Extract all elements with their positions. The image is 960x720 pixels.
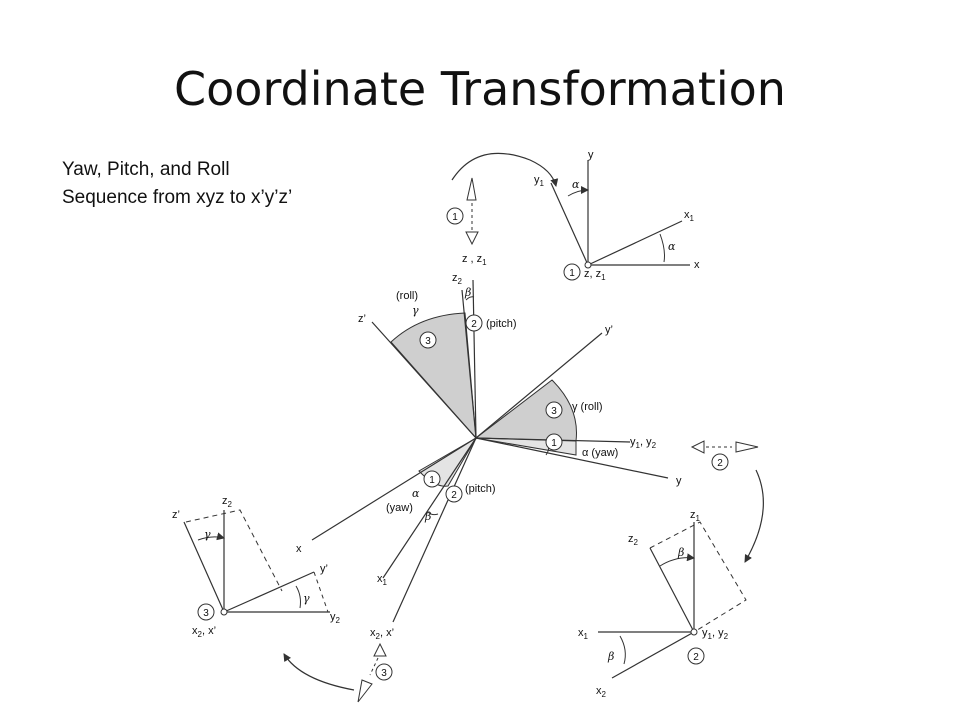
label-y1-y2: y1, y2 (630, 436, 657, 450)
axis-z (472, 279, 477, 439)
label-beta-low: β (424, 510, 431, 523)
inset-roll-gamma-top: γ (204, 528, 211, 541)
pitch-view-indicator: 2 (690, 440, 764, 563)
inset-pitch-step-2: 2 (687, 647, 705, 665)
inset-yaw-label-x: x (694, 259, 700, 271)
inset-pitch-label-x2: x2 (596, 685, 607, 699)
main-diagram: 3 2 3 1 1 2 z , z1 z2 (roll) γ β (pitch)… (296, 253, 682, 641)
step-number: 2 (451, 490, 457, 501)
inset-yaw-label-x1: x1 (684, 209, 695, 223)
roll-sector-zprime (390, 312, 477, 440)
step-3-roll-top: 3 (419, 331, 437, 349)
label-yaw-low: (yaw) (386, 502, 413, 514)
inset-pitch-label-z2: z2 (628, 533, 639, 547)
step-number: 1 (551, 438, 557, 449)
step-number: 1 (429, 475, 435, 486)
roll-sector-yprime (474, 379, 577, 442)
yaw-view-indicator: 1 (446, 152, 559, 246)
inset-roll-label-z-prime: z’ (172, 509, 180, 521)
beta-arc-top (465, 296, 475, 301)
inset-roll-label-z2: z2 (222, 495, 233, 509)
inset-pitch-beta-low: β (607, 650, 614, 663)
eye-icon (735, 441, 759, 453)
label-x: x (296, 543, 302, 555)
step-3-roll-right: 3 (545, 401, 563, 419)
inset-yaw-label-y: y (588, 149, 594, 161)
step-3-roll-view: 3 (375, 663, 393, 681)
label-y-prime: y’ (605, 324, 613, 336)
eye-icon (357, 679, 373, 703)
inset-yaw-step-1: 1 (563, 263, 581, 281)
label-x1: x1 (377, 573, 388, 587)
inset-roll-label-y2: y2 (330, 611, 341, 625)
axis-y (475, 437, 669, 479)
inset-yaw-label-y1: y1 (534, 174, 545, 188)
label-alpha-yaw: α (yaw) (582, 447, 618, 459)
view-arrow-icon (465, 231, 479, 246)
step-2-pitch-low: 2 (445, 485, 463, 503)
slide-title: Coordinate Transformation (174, 62, 786, 116)
inset-pitch: z1 z2 β x1 β x2 y1, y2 2 (578, 509, 747, 699)
step-2-pitch-view: 2 (711, 453, 729, 471)
inset-yaw-label-z-z1: z, z1 (584, 268, 606, 282)
step-number: 3 (551, 406, 557, 417)
svg-text:2: 2 (693, 652, 699, 663)
view-arrow-icon (373, 642, 387, 657)
axis-x1 (382, 437, 477, 579)
axis-x2-xprime (392, 437, 477, 623)
label-pitch-top: (pitch) (486, 318, 517, 330)
inset-roll-label-y-prime: y’ (320, 563, 328, 575)
label-z-prime: z’ (358, 313, 366, 325)
svg-text:1: 1 (569, 268, 575, 279)
step-number: 2 (471, 319, 477, 330)
inset-roll-label-x2-xprime: x2, x’ (192, 625, 216, 639)
svg-text:2: 2 (717, 458, 723, 469)
inset-yaw-alpha-top: α (572, 178, 580, 191)
inset-roll-step-3: 3 (197, 603, 215, 621)
step-1-yaw-view: 1 (446, 207, 464, 225)
inset-roll-gamma-right: γ (303, 592, 310, 605)
eye-icon (466, 177, 477, 201)
roll-view-indicator: 3 (283, 642, 393, 703)
axis-y-prime (475, 332, 603, 439)
step-1-yaw-right: 1 (545, 433, 563, 451)
svg-text:1: 1 (452, 212, 458, 223)
inset-pitch-label-x1: x1 (578, 627, 589, 641)
step-1-yaw-low: 1 (423, 470, 441, 488)
label-pitch-low: (pitch) (465, 483, 496, 495)
inset-yaw: y y1 α x1 α x 1 z, z1 (534, 149, 700, 282)
label-beta-top: β (464, 286, 471, 299)
inset-pitch-label-y1-y2: y1, y2 (702, 627, 729, 641)
svg-text:3: 3 (381, 668, 387, 679)
step-2-pitch-top: 2 (465, 314, 483, 332)
axis-x (311, 437, 477, 541)
beta-arc-low (427, 511, 439, 516)
label-gamma-top: γ (412, 304, 419, 317)
caption-line-1: Yaw, Pitch, and Roll (62, 159, 230, 180)
step-number: 3 (425, 336, 431, 347)
label-gamma-roll: γ (roll) (572, 401, 603, 413)
svg-text:3: 3 (203, 608, 209, 619)
label-z2: z2 (452, 272, 463, 286)
label-z-z1: z , z1 (462, 253, 487, 267)
inset-yaw-alpha-right: α (668, 240, 676, 253)
inset-roll: z2 z’ γ y’ γ y2 3 x2, x’ (172, 495, 341, 639)
view-arrow-icon (690, 440, 705, 454)
label-roll-top: (roll) (396, 290, 418, 302)
label-x2-xprime: x2, x’ (370, 627, 394, 641)
inset-pitch-label-z1: z1 (690, 509, 701, 523)
caption-line-2: Sequence from xyz to x’y’z’ (62, 187, 293, 208)
label-alpha-low: α (412, 487, 420, 500)
label-y: y (676, 475, 682, 487)
axis-z-prime (371, 321, 477, 439)
inset-pitch-beta-top: β (677, 546, 684, 559)
axis-z2 (461, 289, 477, 439)
diagram-caption: Yaw, Pitch, and Roll Sequence from xyz t… (62, 156, 292, 212)
